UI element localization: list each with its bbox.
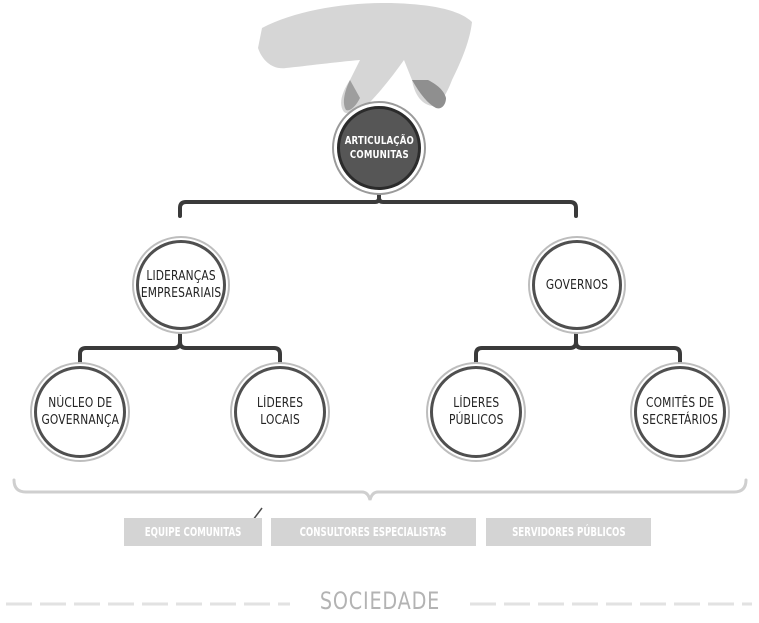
right-branch-connector-right	[574, 340, 682, 368]
node-label: LÍDERES LOCAIS	[256, 396, 304, 428]
tag-equipe-comunitas: EQUIPE COMUNITAS	[124, 518, 262, 546]
hand-icon	[258, 3, 472, 114]
left-branch-connector-right	[178, 340, 282, 368]
node-nucleo-de-governanca: NÚCLEO DE GOVERNANÇA	[34, 366, 126, 458]
root-connector-right	[377, 196, 578, 218]
node-label: ARTICULAÇÃO COMUNITAS	[344, 134, 414, 161]
node-label: COMITÊS DE SECRETÁRIOS	[642, 396, 718, 428]
node-comites-de-secretarios: COMITÊS DE SECRETÁRIOS	[634, 366, 726, 458]
node-articulacao-comunitas: ARTICULAÇÃO COMUNITAS	[337, 106, 421, 190]
node-label: NÚCLEO DE GOVERNANÇA	[41, 396, 119, 428]
node-label: LIDERANÇAS EMPRESARIAIS	[140, 269, 222, 301]
node-lideres-locais: LÍDERES LOCAIS	[234, 366, 326, 458]
tag-consultores-especialistas: CONSULTORES ESPECIALISTAS	[271, 518, 476, 546]
connectors	[78, 190, 682, 368]
root-connector	[178, 190, 381, 218]
node-governos: GOVERNOS	[532, 240, 622, 330]
society-title: SOCIEDADE	[319, 587, 441, 615]
node-liderancas-empresariais: LIDERANÇAS EMPRESARIAIS	[136, 240, 226, 330]
node-label: GOVERNOS	[545, 277, 609, 293]
node-label: LÍDERES PÚBLICOS	[448, 396, 504, 428]
tag-servidores-publicos: SERVIDORES PÚBLICOS	[486, 518, 651, 546]
node-lideres-publicos: LÍDERES PÚBLICOS	[430, 366, 522, 458]
society-brace	[12, 478, 748, 501]
right-branch-connector	[474, 332, 578, 368]
left-branch-connector	[78, 332, 182, 368]
